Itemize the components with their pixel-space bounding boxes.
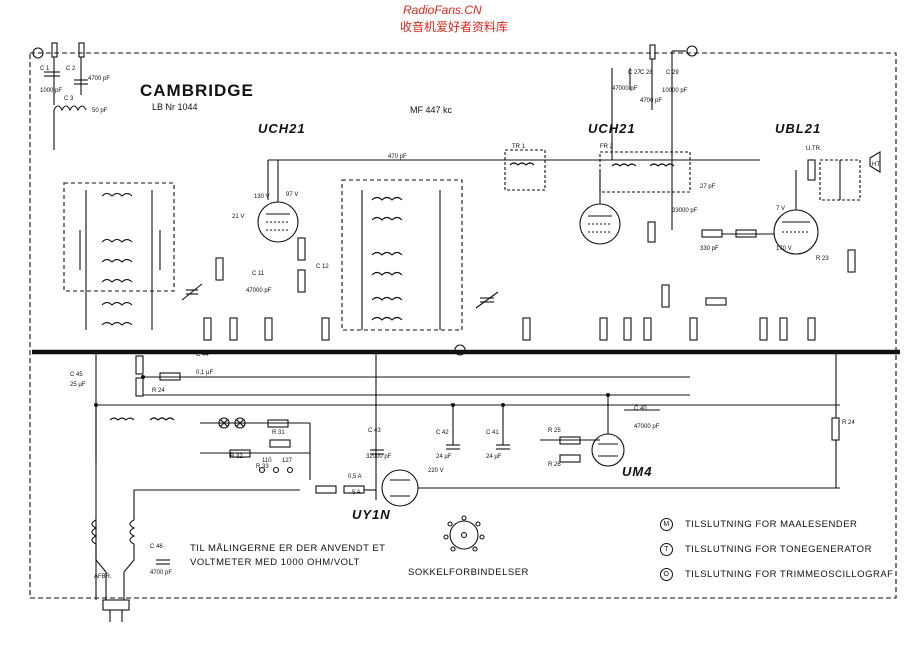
component-value-label: 330 pF xyxy=(700,246,719,252)
component-value-label: 32000 pF xyxy=(366,454,392,460)
component-value-label: C 27 xyxy=(628,70,641,76)
measure-note-line1: TIL MÅLINGERNE ER DER ANVENDT ET xyxy=(190,543,386,554)
component-value-label: 25 µF xyxy=(70,382,86,388)
tube-tuning-eye-envelope xyxy=(591,433,625,467)
component-value-label: 110 xyxy=(262,458,272,464)
watermark-tagline: 收音机爱好者资料库 xyxy=(400,20,509,34)
component-value-label: 220 V xyxy=(428,468,444,474)
watermark-site: RadioFans.CN xyxy=(403,3,482,17)
component-value-label: R 24 xyxy=(842,420,855,426)
component-value-label: C 28 xyxy=(640,70,653,76)
component-value-label: 4700 pF xyxy=(640,98,662,104)
tube-rectifier-envelope xyxy=(381,469,419,507)
component-value-label: 170 V xyxy=(776,246,792,252)
component-value-label: HT xyxy=(872,162,880,168)
component-value-label: 21 V xyxy=(232,214,244,220)
component-value-label: 0,1 µF xyxy=(196,370,213,376)
component-value-label: 27 pF xyxy=(700,184,716,190)
component-value-label: 4700 pF xyxy=(88,76,110,82)
component-value-label: R 25 xyxy=(548,428,561,434)
component-value-label: 47000 pF xyxy=(612,86,638,92)
legend-row-oscillograph: O TILSLUTNING FOR TRIMMEOSCILLOGRAF xyxy=(660,568,893,581)
tone-terminal-t xyxy=(686,45,698,57)
component-value-label: C 12 xyxy=(316,264,329,270)
component-value-label: 4700 pF xyxy=(150,570,172,576)
if-frequency-note: MF 447 kc xyxy=(410,105,453,115)
measure-note-line2: VOLTMETER MED 1000 OHM/VOLT xyxy=(190,557,360,568)
legend-row-signal-generator: M TILSLUTNING FOR MAALESENDER xyxy=(660,518,857,531)
component-value-label: 5 A xyxy=(352,490,361,496)
component-value-label: C 1 xyxy=(40,66,50,72)
antenna-terminal-m xyxy=(32,47,44,59)
legend-text: TILSLUTNING FOR TRIMMEOSCILLOGRAF xyxy=(685,569,894,581)
tube-label-if: UCH21 xyxy=(588,121,636,136)
rf-coils-left xyxy=(101,192,133,326)
component-value-label: R 33 xyxy=(256,464,269,470)
legend-symbol: O xyxy=(660,568,673,581)
component-value-label: 470 pF xyxy=(388,154,407,160)
component-value-label: C 29 xyxy=(666,70,679,76)
component-value-label: FR 2 xyxy=(600,144,614,150)
if-coils-1 xyxy=(371,196,403,321)
socket-diagram xyxy=(449,520,479,550)
component-value-label: C 44 xyxy=(196,352,209,358)
component-value-label: TR 1 xyxy=(512,144,526,150)
component-value-label: 33000 pF xyxy=(672,208,698,214)
component-value-label: 1000 pF xyxy=(40,88,62,94)
component-value-label: C 43 xyxy=(368,428,381,434)
chassis-border xyxy=(29,52,897,599)
component-value-label: R 24 xyxy=(152,388,165,394)
legend-symbol: T xyxy=(660,543,673,556)
tube-label-mixer: UCH21 xyxy=(258,121,306,136)
component-value-label: C 2 xyxy=(66,66,76,72)
tube-label-tuning-eye: UM4 xyxy=(622,464,653,479)
component-value-label: 47000 pF xyxy=(246,288,272,294)
legend-symbol: M xyxy=(660,518,673,531)
component-value-label: 24 µF xyxy=(436,454,452,460)
tube-label-rectifier: UY1N xyxy=(352,507,391,522)
component-value-label: R 26 xyxy=(548,462,561,468)
component-value-label: 130 V xyxy=(254,194,270,200)
brand-title: CAMBRIDGE xyxy=(140,81,254,100)
component-value-label: 50 pF xyxy=(92,108,108,114)
tube-label-output: UBL21 xyxy=(775,121,822,136)
component-value-label: R 23 xyxy=(816,256,829,262)
component-value-label: C 40 xyxy=(634,406,647,412)
model-number: LB Nr 1044 xyxy=(152,102,198,112)
legend-text: TILSLUTNING FOR MAALESENDER xyxy=(685,519,858,531)
component-value-label: C 3 xyxy=(64,96,74,102)
component-value-label: C 42 xyxy=(436,430,449,436)
component-value-label: C 45 xyxy=(70,372,83,378)
component-value-label: U.TR. xyxy=(806,146,822,152)
component-value-label: 127 xyxy=(282,458,293,464)
component-value-label: 10000 pF xyxy=(662,88,688,94)
component-value-label: C 41 xyxy=(486,430,499,436)
component-value-label: 7 V xyxy=(776,206,785,212)
component-value-label: 0,5 A xyxy=(348,474,362,480)
component-value-label: 97 V xyxy=(286,192,298,198)
component-value-label: R 31 xyxy=(272,430,285,436)
component-value-label: AFBR. xyxy=(94,574,112,580)
legend-text: TILSLUTNING FOR TONEGENERATOR xyxy=(685,544,872,556)
component-value-label: 47000 pF xyxy=(634,424,660,430)
legend-row-tone-generator: T TILSLUTNING FOR TONEGENERATOR xyxy=(660,543,872,556)
component-value-label: R 32 xyxy=(230,454,243,460)
component-value-label: 24 µF xyxy=(486,454,502,460)
component-value-label: C 11 xyxy=(252,271,265,277)
socket-caption: SOKKELFORBINDELSER xyxy=(408,567,529,578)
component-value-label: C 46 xyxy=(150,544,163,550)
